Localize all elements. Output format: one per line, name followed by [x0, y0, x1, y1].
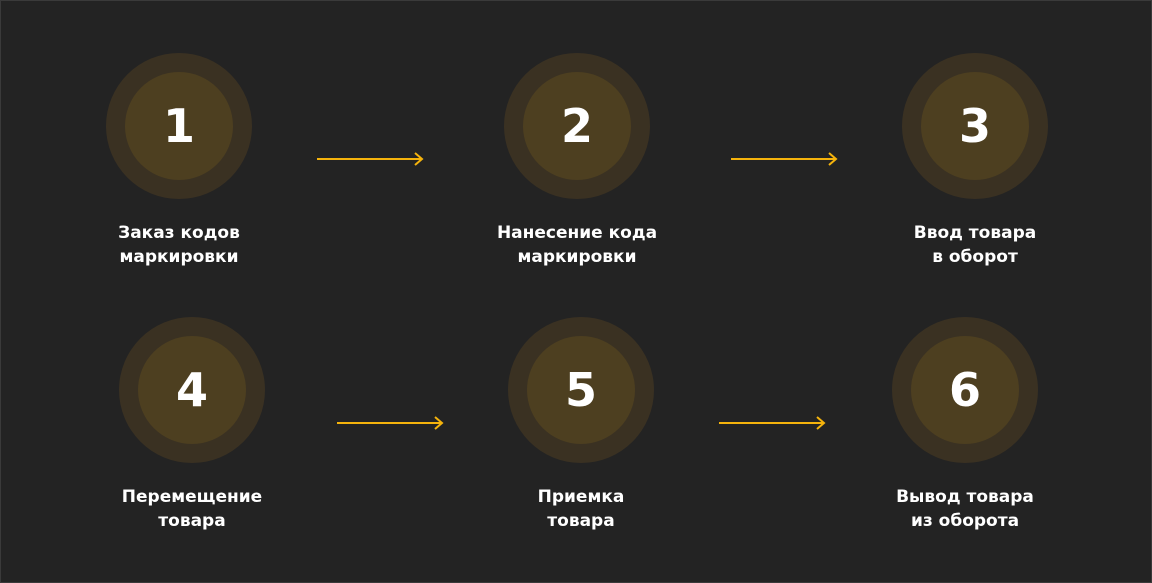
- step-3-label-line2: в оборот: [932, 247, 1018, 267]
- step-5-label-line2: товара: [547, 511, 615, 531]
- step-1-inner-circle: 1: [125, 72, 233, 180]
- step-2-label-line2: маркировки: [517, 247, 637, 267]
- step-2-outer-circle: 2: [504, 53, 650, 199]
- step-2-number: 2: [560, 99, 593, 153]
- step-6-label: Вывод товара из оборота: [845, 485, 1085, 533]
- step-2-label-line1: Нанесение кода: [496, 223, 658, 243]
- step-3-outer-circle: 3: [902, 53, 1048, 199]
- step-2-label: Нанесение кода маркировки: [457, 221, 697, 269]
- step-1-outer-circle: 1: [106, 53, 252, 199]
- step-6-label-line2: из оборота: [910, 511, 1020, 531]
- step-5-number: 5: [564, 363, 597, 417]
- arrow-right-icon: [337, 416, 444, 430]
- step-3-inner-circle: 3: [921, 72, 1029, 180]
- step-2-inner-circle: 2: [523, 72, 631, 180]
- step-6-inner-circle: 6: [911, 336, 1019, 444]
- step-4-label-line1: Перемещение: [121, 487, 263, 507]
- step-6-outer-circle: 6: [892, 317, 1038, 463]
- step-5-label: Приемка товара: [461, 485, 701, 533]
- step-6-number: 6: [948, 363, 981, 417]
- step-3-number: 3: [958, 99, 991, 153]
- step-5-outer-circle: 5: [508, 317, 654, 463]
- step-5-inner-circle: 5: [527, 336, 635, 444]
- step-4-label: Перемещение товара: [72, 485, 312, 533]
- step-1-number: 1: [162, 99, 195, 153]
- step-5-label-line1: Приемка: [537, 487, 625, 507]
- step-4-inner-circle: 4: [138, 336, 246, 444]
- arrow-right-icon: [317, 152, 424, 166]
- step-4-label-line2: товара: [158, 511, 226, 531]
- step-6-label-line1: Вывод товара: [896, 487, 1034, 507]
- arrow-right-icon: [719, 416, 826, 430]
- step-4-number: 4: [175, 363, 208, 417]
- step-1-label-line2: маркировки: [119, 247, 239, 267]
- step-1-label: Заказ кодов маркировки: [59, 221, 299, 269]
- step-1-label-line1: Заказ кодов: [118, 223, 240, 243]
- step-3-label: Ввод товара в оборот: [855, 221, 1095, 269]
- arrow-right-icon: [731, 152, 838, 166]
- step-4-outer-circle: 4: [119, 317, 265, 463]
- step-3-label-line1: Ввод товара: [913, 223, 1037, 243]
